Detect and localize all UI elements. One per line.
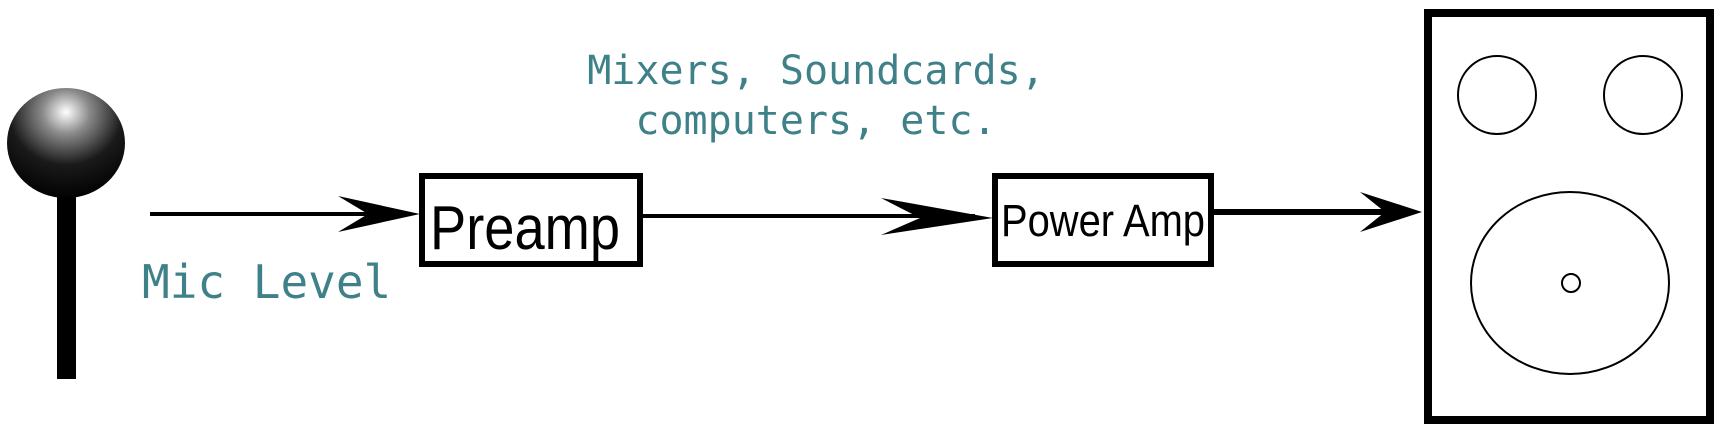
speaker-woofer-dustcap <box>1561 273 1581 293</box>
line-level-label-line1: Mixers, Soundcards, <box>587 48 1045 94</box>
speaker-icon <box>1424 9 1714 424</box>
speaker-cabinet <box>1424 9 1714 424</box>
mic-level-label: Mic Level <box>142 255 391 309</box>
arrow-mic-to-preamp <box>150 196 420 232</box>
preamp-label: Preamp <box>430 194 620 263</box>
line-level-label-line2: computers, etc. <box>635 98 996 144</box>
microphone-icon <box>7 88 125 379</box>
speaker-tweeter-left <box>1457 55 1537 135</box>
microphone-head <box>7 88 125 198</box>
arrow-power-amp-to-speaker <box>1213 192 1422 232</box>
speaker-woofer <box>1470 191 1670 375</box>
arrow-preamp-to-power-amp <box>642 198 993 235</box>
power-amp-label: Power Amp <box>1001 195 1205 246</box>
speaker-tweeter-right <box>1603 55 1683 135</box>
microphone-stand <box>57 190 76 379</box>
preamp-box: Preamp <box>419 173 643 267</box>
power-amp-box: Power Amp <box>992 173 1214 267</box>
